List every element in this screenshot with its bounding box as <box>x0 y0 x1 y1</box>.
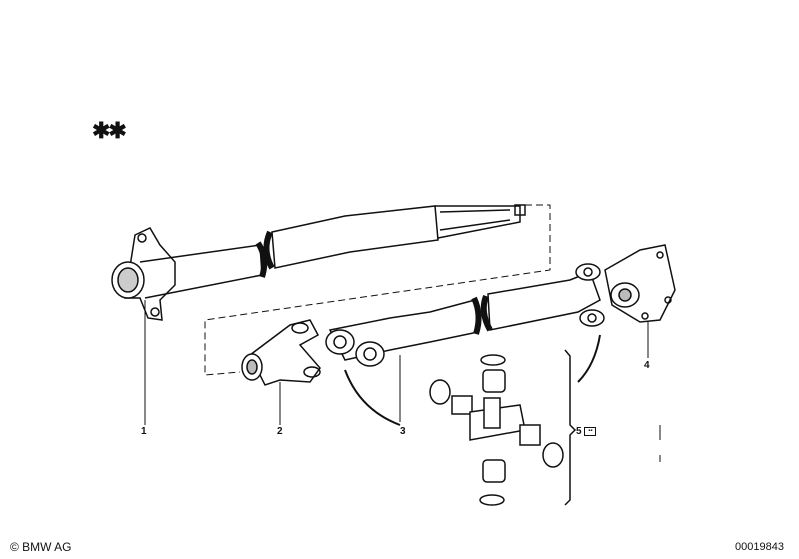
callout-3: 3 <box>400 426 406 437</box>
rear-shaft-section <box>325 263 605 367</box>
image-number: 00019843 <box>735 541 784 553</box>
front-shaft-section <box>111 204 551 376</box>
rear-flange <box>604 244 676 323</box>
star-markers: ✱✱ <box>92 118 127 143</box>
callout-1: 1 <box>141 426 147 437</box>
universal-joint-kit <box>429 349 577 506</box>
leader-lines <box>144 300 661 462</box>
callout-4: 4 <box>644 360 650 371</box>
copyright: © BMW AG <box>10 540 72 554</box>
callout-5-number: 5 <box>576 426 582 437</box>
callout-5: 5 ▪▪ <box>576 426 597 437</box>
callout-2: 2 <box>277 426 283 437</box>
kit-box-icon: ▪▪ <box>584 426 597 436</box>
flange-yoke <box>241 319 321 386</box>
